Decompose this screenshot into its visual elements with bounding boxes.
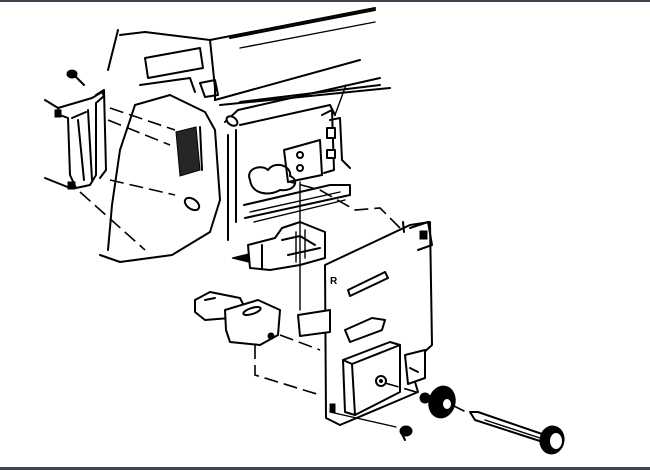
leader-line [384, 382, 431, 397]
shaft [469, 411, 565, 455]
wiring-connector [194, 291, 321, 396]
side-bracket [44, 89, 107, 190]
control-module [342, 341, 401, 416]
leader-line [79, 191, 146, 251]
leader-line [109, 107, 176, 131]
leader-line [107, 119, 171, 146]
bracket-screw [66, 69, 85, 86]
switch-housing [231, 221, 326, 271]
leader-line [451, 404, 471, 415]
knob [419, 385, 456, 419]
leader-line [109, 179, 176, 196]
plate-screw [399, 425, 413, 441]
plate-mark-label: R [330, 276, 338, 287]
leader-line [329, 411, 397, 428]
instrument-panel-carrier [99, 7, 391, 263]
